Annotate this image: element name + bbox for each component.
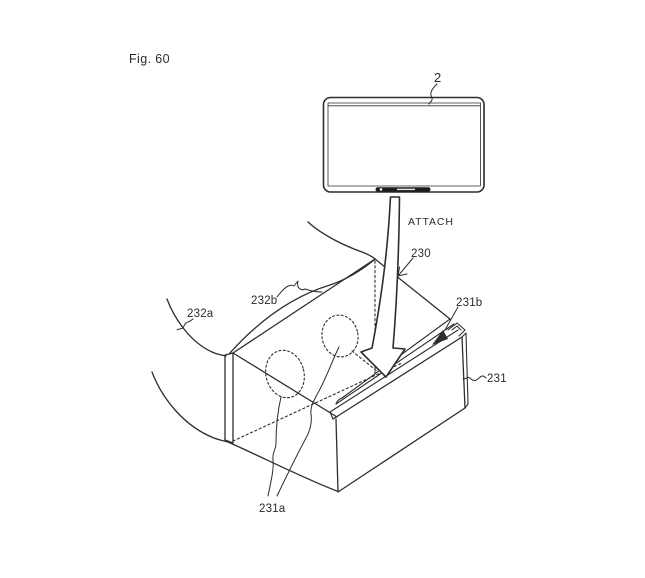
slot-rail	[329, 318, 466, 420]
leader-231	[462, 375, 487, 381]
rail-line-outer	[332, 336, 463, 420]
rail-right-end-cap	[447, 322, 466, 337]
ref-label-231a: 231a	[259, 503, 286, 515]
ref-label-231b: 231b	[456, 297, 482, 309]
tablet-connector-dot	[379, 188, 383, 191]
tablet-connector-dash	[397, 188, 415, 191]
lens-opening-right-circle	[321, 314, 359, 358]
leader-231b	[444, 306, 459, 331]
front-corner-edge	[335, 418, 339, 493]
rail-left-end	[329, 397, 343, 420]
left-wing-top-curve	[166, 298, 227, 357]
right-end-strip	[461, 332, 469, 409]
bottom-right-edge	[337, 407, 466, 493]
tablet-inner-bezel	[327, 102, 481, 187]
attach-arrow	[360, 196, 406, 378]
top-surface-left-edge	[232, 258, 376, 354]
hidden-slot-end-edge	[351, 350, 379, 373]
leader-230-arrow	[397, 257, 414, 277]
mask-back-rim-curve	[307, 221, 376, 260]
ref-label-232a: 232a	[187, 308, 214, 320]
leader-232a	[176, 318, 194, 331]
rail-line-lip	[329, 329, 459, 413]
tablet-outline	[322, 96, 485, 193]
lens-opening-left-circle	[265, 349, 305, 399]
leader-231b-arrowhead	[432, 330, 448, 345]
ref-label-231: 231	[487, 373, 507, 385]
leader-231a-left	[267, 396, 282, 497]
leader-232b	[276, 280, 323, 298]
left-end-face	[224, 352, 234, 444]
ref-label-230: 230	[411, 248, 431, 260]
attach-label: ATTACH	[408, 216, 454, 228]
hidden-front-edge	[232, 362, 403, 442]
ref-label-2: 2	[434, 70, 441, 85]
front-face-top-edge	[232, 352, 338, 418]
mask-front-rim-curve	[228, 259, 375, 355]
leader-lines	[176, 83, 487, 497]
leader-231a-right	[276, 346, 340, 497]
tablet-device	[322, 96, 485, 193]
leader-device	[428, 83, 438, 105]
right-corner-edge	[461, 336, 466, 409]
hidden-edges	[232, 260, 403, 442]
labels: Fig. 60 ATTACH 2 230 231b 231 231a 232a …	[129, 52, 507, 515]
figure-number-label: Fig. 60	[129, 52, 170, 66]
ref-label-232b: 232b	[251, 295, 277, 307]
holder-box	[224, 258, 469, 493]
